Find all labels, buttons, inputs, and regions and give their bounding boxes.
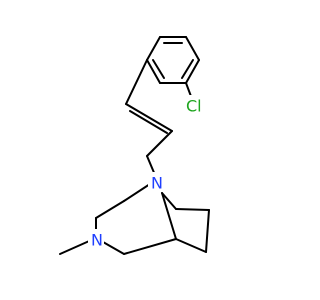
bond-ring-inner-2 xyxy=(181,59,194,79)
bond-n8-c5 xyxy=(161,192,177,240)
bond-c1-c2 xyxy=(95,200,125,219)
bond-n8-c1 xyxy=(123,183,151,202)
bond-ring-1 xyxy=(146,36,161,61)
benzene-ring xyxy=(146,36,200,84)
bond-c4-c5 xyxy=(123,238,177,255)
atom-label-nitrogen-bridge: N xyxy=(151,174,163,193)
atom-label-chlorine: Cl xyxy=(186,97,202,116)
bond-ring-4 xyxy=(185,59,200,84)
bond-vinyl-double-inner xyxy=(129,110,168,134)
bond-ch2-nitrogen xyxy=(146,155,156,176)
bond-ring-inner-3 xyxy=(152,59,165,79)
bond-ring-6 xyxy=(146,59,161,84)
bicyclic-core xyxy=(95,183,210,255)
atom-nitrogen-ring: N xyxy=(88,229,104,250)
molecule-structure: Cl N N xyxy=(59,36,211,255)
atom-label-nitrogen-ring: N xyxy=(91,231,103,250)
bond-vinyl-double-outer xyxy=(125,103,173,132)
bond-aryl-vinyl xyxy=(125,59,148,105)
allyl-chain xyxy=(125,59,173,176)
bond-c7-c6 xyxy=(205,209,210,253)
bond-ring-3 xyxy=(185,36,200,61)
atom-chlorine: Cl xyxy=(185,95,211,116)
bond-vinyl-ch2 xyxy=(146,130,173,157)
bond-n8-c1prime xyxy=(161,192,177,210)
atom-nitrogen-bridge: N xyxy=(148,172,164,193)
bond-c1-c7 xyxy=(175,208,210,211)
bond-c6-c5 xyxy=(175,238,207,253)
